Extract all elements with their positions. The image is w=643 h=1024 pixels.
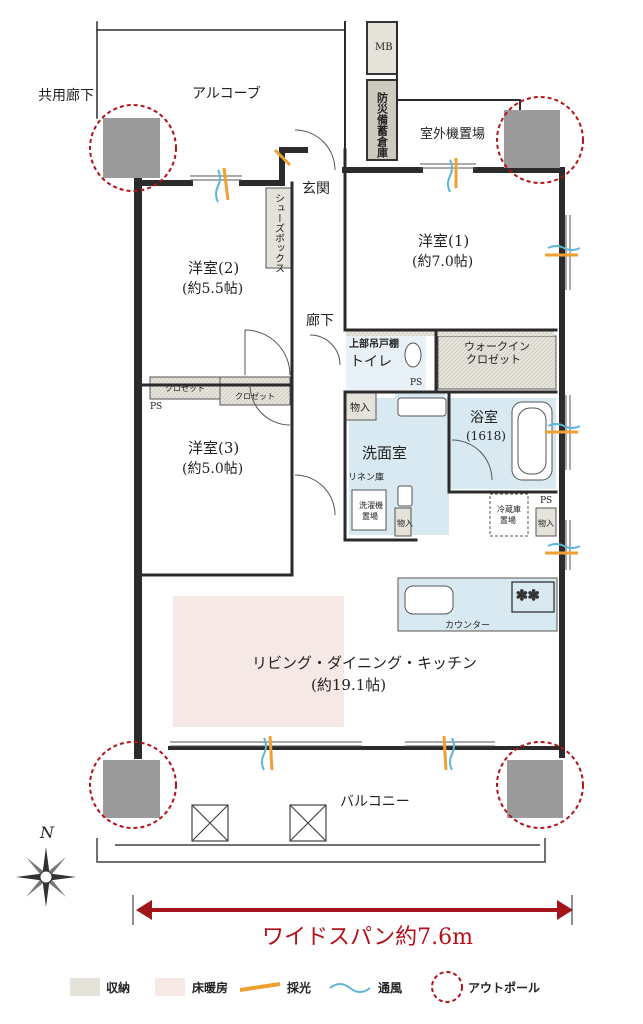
label-balcony: バルコニー [340,794,410,810]
label-room1-size: (約7.0帖) [412,254,473,270]
label-washroom: 洗面室 [362,444,407,462]
label-outdoor-unit: 室外機置場 [420,126,485,142]
legend-lighting-icon [239,982,281,992]
walkin-closet [437,335,557,390]
mb-box [366,21,398,75]
ventilation-arrows [215,159,581,771]
label-upper-cabinet: 上部吊戸棚 [349,337,399,350]
legend-ventilation-icon [329,983,371,993]
label-north: N [39,823,55,842]
label-ldk-size: (約19.1帖) [311,676,386,694]
label-closet-room2: クロゼット [165,383,205,393]
label-shoe-box: シューズボックス [273,193,285,273]
label-walkin-1: ウォークイン [464,340,530,353]
doors [244,129,493,516]
label-hallway: 廊下 [306,312,334,329]
label-ps-room3: PS [150,402,162,412]
label-washer-1: 洗濯機 [359,500,383,510]
label-ps-toilet: PS [410,378,422,388]
label-storage-kitchen: 物入 [538,518,554,528]
legend-outpole-icon [431,971,463,1003]
balcony-area [96,838,546,863]
storage-kitchen [535,507,557,537]
legend-floor-heating-swatch [155,978,185,996]
balcony-vents [191,804,327,842]
legend-storage-label: 収納 [106,980,130,995]
cooktop: ✻✻ [511,581,555,613]
label-linen: リネン庫 [348,471,384,483]
label-alcove: アルコーブ [192,85,261,102]
legend-floor-heating-label: 床暖房 [192,980,228,995]
walls [96,21,565,759]
fixtures [397,342,553,615]
label-counter: カウンター [445,620,490,631]
label-storage-washroom: 物入 [397,518,413,528]
north-arrow-icon [16,847,76,907]
label-mb: MB [375,42,393,53]
svg-text:✻✻: ✻✻ [516,588,539,604]
label-bath: 浴室 [470,409,498,426]
label-storage-hall: 物入 [350,401,370,414]
washer-space [351,489,387,531]
label-ldk-name: リビング・ダイニング・キッチン [252,654,477,672]
legend-storage-swatch [70,978,100,996]
fridge-space [489,493,529,537]
legend-ventilation-label: 通風 [378,980,402,995]
columns [103,110,563,818]
label-room3-size: (約5.0帖) [182,461,243,477]
upper-cabinet-strip [346,330,554,336]
label-bath-size: (1618) [466,429,506,443]
label-room2-name: 洋室(2) [188,259,239,277]
label-entrance: 玄関 [302,180,330,197]
floor-heating-area [173,596,344,727]
lighting-arrows [222,148,578,771]
label-room1-name: 洋室(1) [418,232,469,250]
storage-hall [345,391,377,421]
label-fridge-2: 置場 [500,515,516,525]
legend-outpole-label: アウトポール [468,980,540,995]
label-common-corridor: 共用廊下 [38,87,94,104]
label-walkin-2: クロゼット [466,353,521,366]
label-room3-name: 洋室(3) [188,439,239,457]
closet-room3 [219,376,291,406]
storage-washroom [394,507,412,537]
label-washer-2: 置場 [362,511,378,521]
outpole-circles [89,96,584,829]
label-closet-room3: クロゼット [235,391,275,401]
wide-span-arrow [136,900,573,920]
label-fridge-1: 冷蔵庫 [497,504,521,514]
label-room2-size: (約5.5帖) [182,281,243,297]
label-disaster-storage: 防災備蓄倉庫 [376,91,390,159]
label-wide-span: ワイドスパン約7.6m [262,925,473,950]
label-ps-kitchen: PS [540,496,552,506]
legend-lighting-label: 採光 [287,980,311,995]
label-toilet: トイレ [350,354,392,370]
